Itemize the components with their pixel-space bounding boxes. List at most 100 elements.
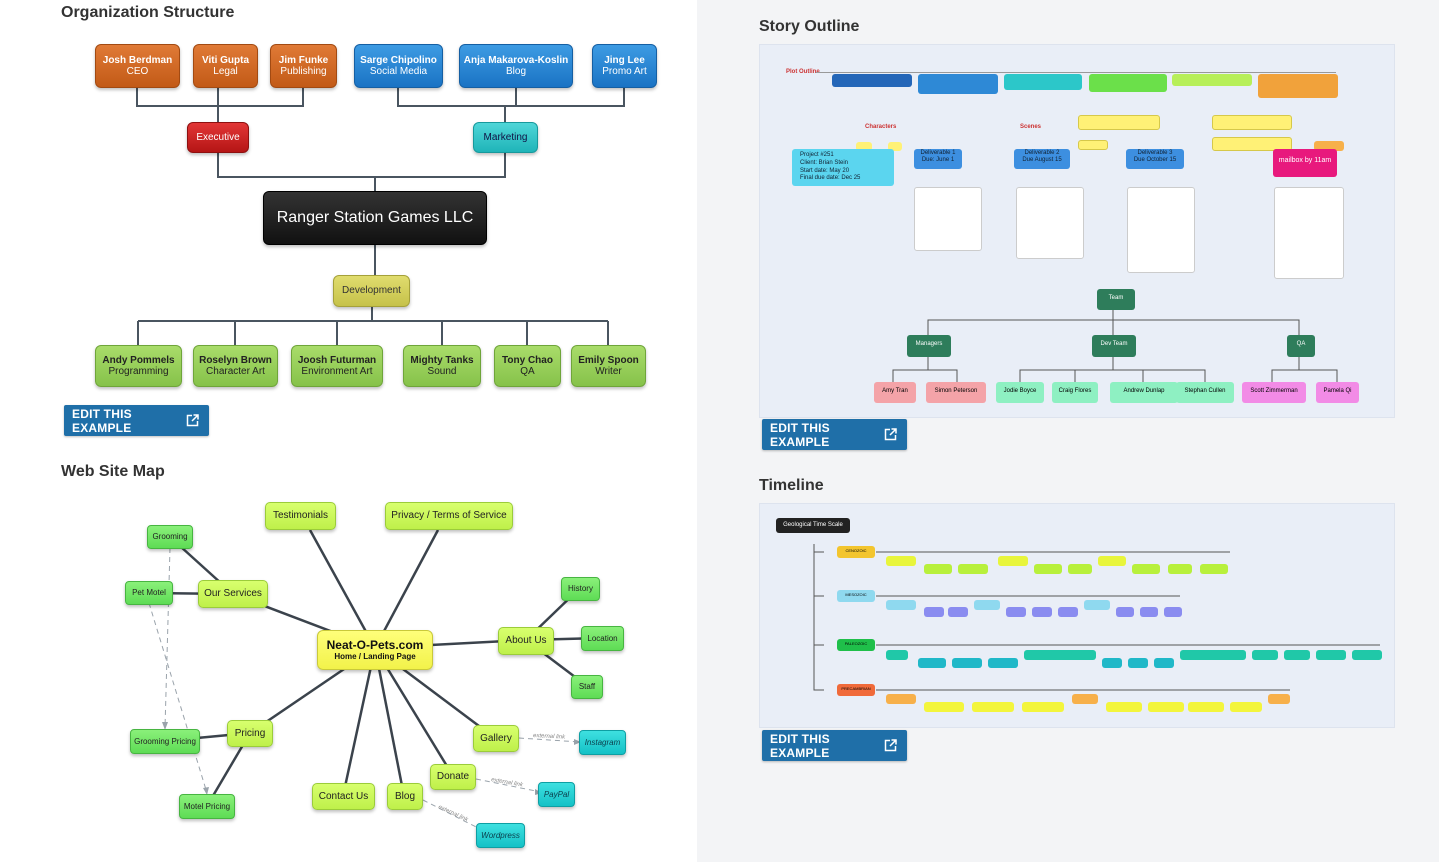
org-node-development: Development: [333, 275, 410, 307]
plot-outline-line: [816, 72, 1336, 73]
sitemap-staff: Staff: [571, 675, 603, 699]
scene-note-4: [1078, 140, 1108, 150]
sitemap-blog: Blog: [387, 783, 423, 810]
org-node-executive: Executive: [187, 122, 249, 153]
sitemap-about-us: About Us: [498, 627, 554, 655]
sitemap-history: History: [561, 577, 600, 601]
managers-node: Managers: [907, 335, 951, 357]
story-outline-preview: Plot Outline Characters Scenes Project #…: [759, 44, 1395, 418]
web-site-map-title: Web Site Map: [61, 463, 165, 480]
sitemap-wordpress: Wordpress: [476, 823, 525, 848]
external-link-icon: [884, 739, 897, 752]
scene-note-5: [1314, 141, 1344, 151]
mailbox-card: mailbox by 11am: [1273, 149, 1337, 177]
era-mesozoic: MESOZOIC: [837, 590, 875, 602]
person-craig-flores: Craig Flores: [1052, 382, 1098, 403]
org-node-marketing: Marketing: [473, 122, 538, 153]
plot-card-4: [1089, 74, 1167, 92]
plot-card-2: [918, 74, 998, 94]
plot-card-5: [1172, 74, 1252, 86]
edit-org-example-button[interactable]: EDIT THIS EXAMPLE: [64, 405, 209, 436]
team-node: Team: [1097, 289, 1135, 310]
scenes-label: Scenes: [1020, 124, 1042, 130]
timeline-connectors: [813, 544, 1380, 691]
deliverable-2-team: [1016, 187, 1084, 259]
sitemap-location: Location: [581, 626, 624, 651]
deliverable-4-team: [1274, 187, 1344, 279]
character-note-2: [888, 142, 902, 151]
plot-card-6: [1258, 74, 1338, 98]
story-outline-title: Story Outline: [759, 18, 860, 35]
external-link-label-paypal: external link: [491, 777, 525, 789]
dev-team-node: Dev Team: [1092, 335, 1136, 357]
sitemap-contact-us: Contact Us: [312, 783, 375, 810]
sitemap-grooming: Grooming: [147, 525, 193, 549]
sitemap-donate: Donate: [430, 764, 476, 790]
plot-card-3: [1004, 74, 1082, 90]
sitemap-our-services: Our Services: [198, 580, 268, 608]
timeline-preview: Geological Time Scale CENOZOIC MESOZOIC …: [759, 503, 1395, 728]
era-precambrian: PRECAMBRIAN: [837, 684, 875, 696]
person-jodie-boyce: Jodie Boyce: [996, 382, 1044, 403]
edit-timeline-example-label: EDIT THIS EXAMPLE: [770, 731, 830, 760]
timeline-title-card: Geological Time Scale: [776, 518, 850, 533]
org-connectors: [136, 88, 625, 345]
person-amy-tran: Amy Tran: [874, 382, 916, 403]
edit-story-example-button[interactable]: EDIT THIS EXAMPLE: [762, 419, 907, 450]
sitemap-pet-motel: Pet Motel: [125, 581, 173, 605]
org-node-company: Ranger Station Games LLC: [263, 191, 487, 245]
external-link-icon: [186, 414, 199, 427]
era-paleozoic: PALEOZOIC: [837, 639, 875, 651]
sitemap-gallery: Gallery: [473, 725, 519, 752]
era-cenozoic: CENOZOIC: [837, 546, 875, 558]
plot-outline-label: Plot Outline: [786, 69, 820, 75]
sitemap-instagram: Instagram: [579, 730, 626, 755]
edit-timeline-example-button[interactable]: EDIT THIS EXAMPLE: [762, 730, 907, 761]
person-pamela-qi: Pamela Qi: [1316, 382, 1359, 403]
external-link-icon: [884, 428, 897, 441]
external-link-label-instagram: external link: [533, 733, 566, 741]
edit-org-example-label: EDIT THIS EXAMPLE: [72, 406, 132, 435]
person-scott-zimmerman: Scott Zimmerman: [1242, 382, 1306, 403]
sitemap-paypal: PayPal: [538, 782, 575, 807]
sitemap-motel-pricing: Motel Pricing: [179, 794, 235, 819]
timeline-title: Timeline: [759, 477, 824, 494]
story-tree-connectors: [892, 310, 1338, 382]
edit-story-example-label: EDIT THIS EXAMPLE: [770, 420, 830, 449]
qa-node: QA: [1287, 335, 1315, 357]
sitemap-testimonials: Testimonials: [265, 502, 336, 530]
sitemap-pricing: Pricing: [227, 720, 273, 747]
plot-card-1: [832, 74, 912, 87]
character-note-1: [856, 142, 872, 151]
characters-label: Characters: [865, 124, 897, 130]
org-structure-title: Organization Structure: [61, 4, 235, 21]
external-link-label-wordpress: external link: [437, 804, 469, 823]
person-simon-peterson: Simon Peterson: [926, 382, 986, 403]
sitemap-privacy: Privacy / Terms of Service: [385, 502, 513, 530]
deliverable-1-team: [914, 187, 982, 251]
scene-note-2: [1212, 115, 1292, 130]
deliverable-3-team: [1127, 187, 1195, 273]
person-stephan-cullen: Stephan Cullen: [1176, 382, 1234, 403]
scene-note-1: [1078, 115, 1160, 130]
sitemap-grooming-pricing: Grooming Pricing: [130, 729, 200, 754]
person-andrew-dunlap: Andrew Dunlap: [1110, 382, 1178, 403]
scene-note-3: [1212, 137, 1292, 151]
